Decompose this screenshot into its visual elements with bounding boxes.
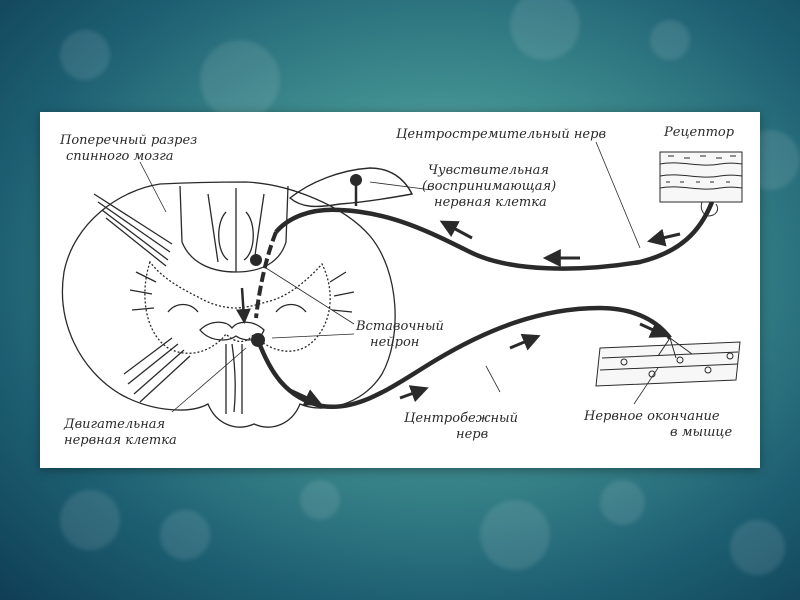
label-motor-cell-2: нервная клетка: [64, 433, 177, 448]
background-bokeh: [60, 490, 120, 550]
background-bokeh: [650, 20, 690, 60]
label-sensory-cell-2: (воспринимающая): [422, 179, 556, 194]
sensory-neuron-cell: [350, 174, 362, 186]
receptor-skin: [660, 152, 742, 216]
reflex-arc-diagram: Поперечный разрез спинного мозга Центрос…: [40, 112, 760, 468]
label-cross-section: Поперечный разрез: [59, 133, 197, 148]
spinal-cord-cross-section: [62, 182, 395, 427]
label-efferent-nerve-2: нерв: [456, 427, 488, 442]
background-bokeh: [730, 520, 785, 575]
background-bokeh: [480, 500, 550, 570]
label-interneuron-2: нейрон: [370, 335, 419, 350]
reflex-arc-figure: Поперечный разрез спинного мозга Центрос…: [40, 112, 760, 468]
background-bokeh: [160, 510, 210, 560]
background-bokeh: [200, 40, 280, 120]
labels: Поперечный разрез спинного мозга Центрос…: [59, 125, 735, 448]
interneuron-cell: [250, 254, 262, 266]
label-interneuron: Вставочный: [355, 319, 444, 334]
label-receptor: Рецептор: [663, 125, 735, 140]
label-afferent-nerve: Центростремительный нерв: [396, 127, 606, 142]
label-muscle-ending: Нервное окончание: [583, 409, 720, 424]
background-bokeh: [510, 0, 580, 60]
label-cross-section-2: спинного мозга: [66, 149, 174, 164]
label-sensory-cell-3: нервная клетка: [434, 195, 547, 210]
label-sensory-cell: Чувствительная: [428, 163, 549, 178]
background-bokeh: [60, 30, 110, 80]
label-muscle-ending-2: в мышце: [670, 425, 732, 440]
label-efferent-nerve: Центробежный: [404, 411, 518, 426]
label-motor-cell: Двигательная: [63, 417, 165, 432]
background-bokeh: [300, 480, 340, 520]
muscle-nerve-ending: [596, 338, 740, 386]
background-bokeh: [600, 480, 645, 525]
